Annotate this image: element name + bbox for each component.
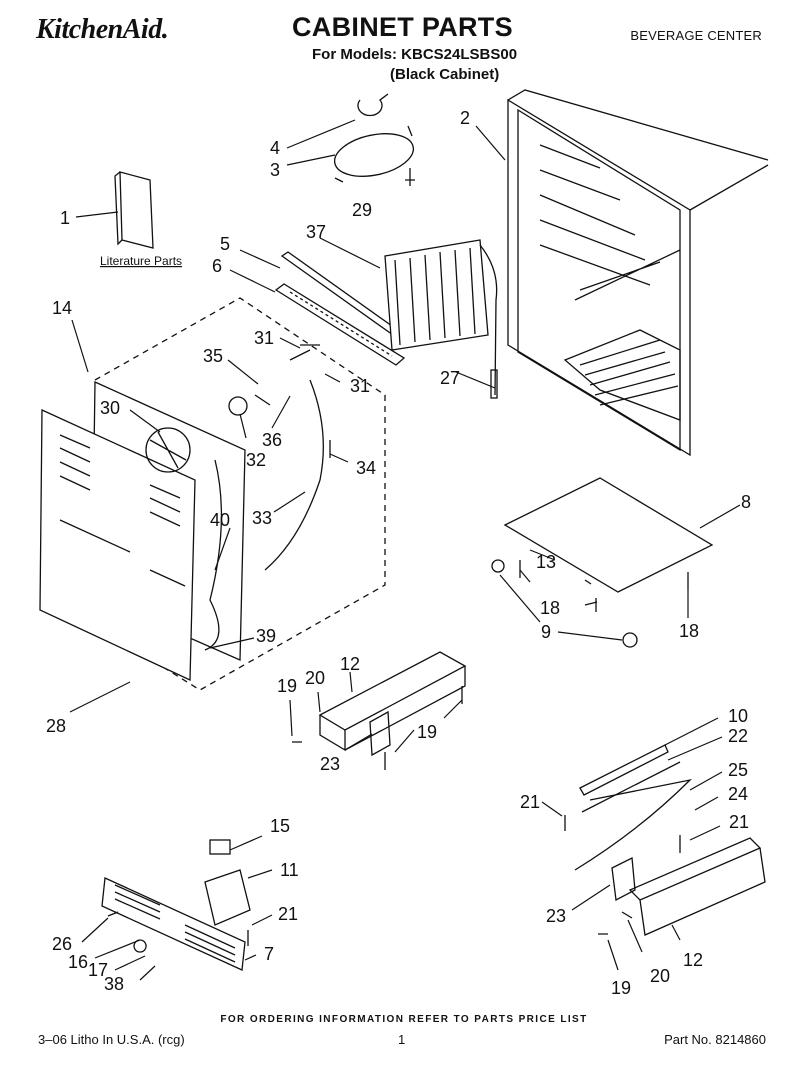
wire-harness-25 (574, 778, 692, 871)
leveling-leg-1 (491, 559, 505, 573)
callout-18a: 18 (540, 598, 560, 618)
cabinet-line: (Black Cabinet) (390, 66, 500, 83)
callout-35: 35 (203, 346, 223, 366)
callout-14: 14 (52, 298, 72, 318)
callout-40: 40 (210, 510, 230, 530)
switch (209, 839, 231, 855)
callout-39: 39 (256, 626, 276, 646)
callout-5: 5 (220, 234, 230, 254)
callout-31a: 31 (254, 328, 274, 348)
callout-2: 2 (460, 108, 470, 128)
callout-25: 25 (728, 760, 748, 780)
callout-23a: 23 (320, 754, 340, 774)
models-line: For Models: KBCS24LSBS00 (312, 46, 518, 63)
callout-27: 27 (440, 368, 460, 388)
section-label: BEVERAGE CENTER (630, 28, 762, 43)
assembly-outline (54, 297, 386, 691)
callout-23b: 23 (546, 906, 566, 926)
fan-blade (145, 427, 191, 473)
callout-7: 7 (264, 944, 274, 964)
callout-21c: 21 (278, 904, 298, 924)
wire-harness-33 (264, 379, 324, 571)
screw-29 (405, 168, 415, 186)
cover-plate (503, 477, 714, 593)
callout-32: 32 (246, 450, 266, 470)
callout-21b: 21 (729, 812, 749, 832)
part-number: Part No. 8214860 (664, 1032, 766, 1047)
callout-17: 17 (88, 960, 108, 980)
litho-info: 3–06 Litho In U.S.A. (rcg) (38, 1032, 185, 1047)
callout-19b: 19 (417, 722, 437, 742)
callout-12b: 12 (683, 950, 703, 970)
callout-26: 26 (52, 934, 72, 954)
toe-grille (101, 877, 246, 971)
callout-4: 4 (270, 138, 280, 158)
fan-motor (228, 396, 248, 416)
callout-6: 6 (212, 256, 222, 276)
light-lens (274, 283, 406, 366)
callout-11: 11 (280, 860, 299, 880)
rear-panel-front (39, 408, 196, 682)
literature-parts-label: Literature Parts (100, 254, 182, 268)
callout-19a: 19 (277, 676, 297, 696)
cabinet-shell (507, 89, 769, 457)
callout-9: 9 (541, 622, 551, 642)
evaporator (384, 239, 498, 399)
leveling-leg-2 (622, 632, 638, 648)
callout-20b: 20 (650, 966, 670, 986)
callout-31b: 31 (350, 376, 370, 396)
callout-28: 28 (46, 716, 66, 736)
base-rail-lower (628, 837, 762, 901)
light-bulb (357, 93, 389, 117)
brand-logo: KitchenAid. (36, 14, 169, 45)
callout-30: 30 (100, 398, 120, 418)
callout-21a: 21 (520, 792, 540, 812)
callout-33: 33 (252, 508, 272, 528)
callout-18b: 18 (679, 621, 699, 641)
ordering-note: FOR ORDERING INFORMATION REFER TO PARTS … (220, 1014, 588, 1025)
callout-16: 16 (68, 952, 88, 972)
callout-37: 37 (306, 222, 326, 242)
callout-36: 36 (262, 430, 282, 450)
bracket-23-upper (369, 710, 391, 757)
lamp-cover (334, 133, 414, 177)
callout-22: 22 (728, 726, 748, 746)
callout-38: 38 (104, 974, 124, 994)
wire-harness-40 (204, 459, 223, 651)
page-number: 1 (398, 1032, 406, 1047)
switch-bracket (204, 869, 251, 926)
callout-13: 13 (536, 552, 556, 572)
callout-1: 1 (60, 208, 70, 228)
page-title: CABINET PARTS (292, 12, 513, 42)
callout-labels: 1 2 3 4 5 6 7 8 9 10 11 12 12 13 14 15 1… (46, 108, 751, 998)
callout-24: 24 (728, 784, 748, 804)
callout-3: 3 (270, 160, 280, 180)
literature-booklet (119, 171, 154, 249)
callout-8: 8 (741, 492, 751, 512)
callout-10: 10 (728, 706, 748, 726)
bracket-23-lower (611, 856, 636, 902)
callout-29: 29 (352, 200, 372, 220)
callout-12a: 12 (340, 654, 360, 674)
grille-strip (579, 744, 669, 796)
callout-15: 15 (270, 816, 290, 836)
callout-34: 34 (356, 458, 376, 478)
callout-19c: 19 (611, 978, 631, 998)
callout-20a: 20 (305, 668, 325, 688)
